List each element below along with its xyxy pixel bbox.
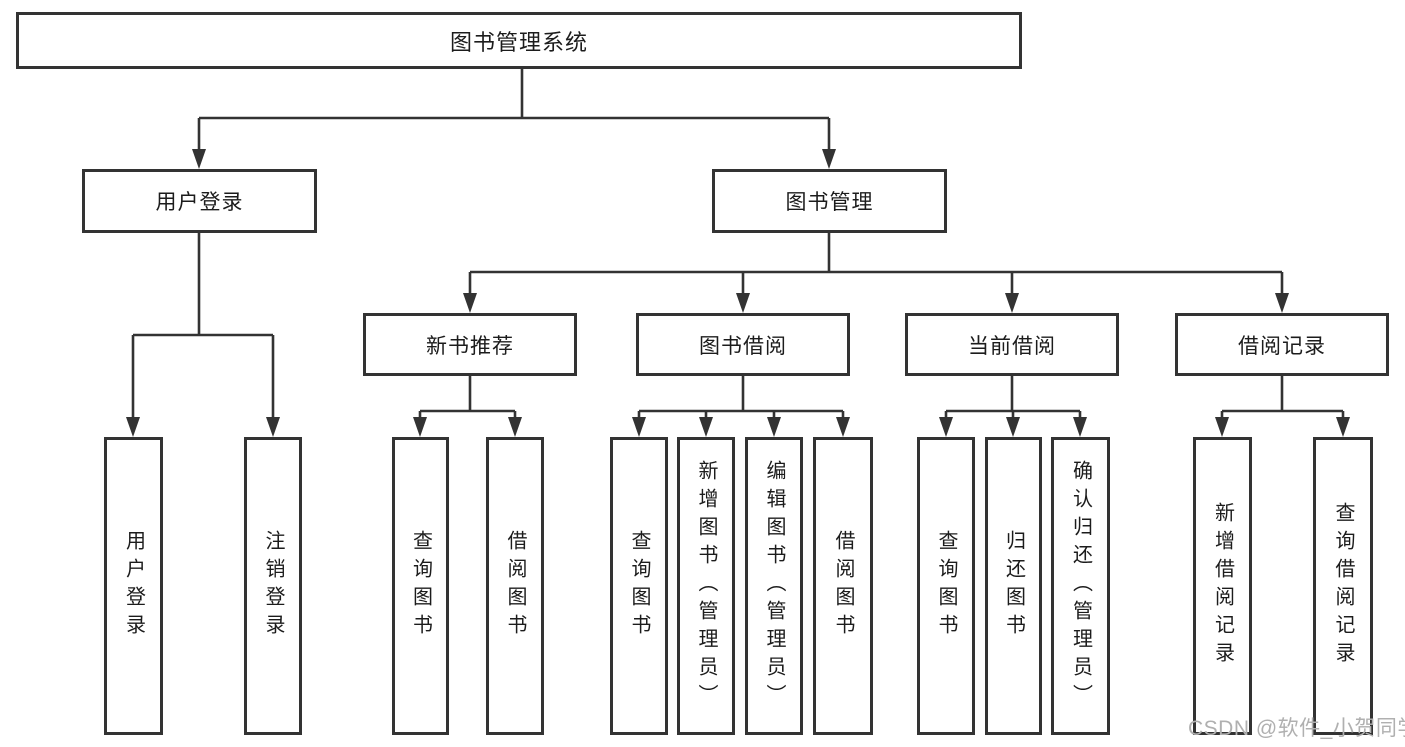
- leaf-return-book-label: 归还图书: [1002, 530, 1025, 642]
- node-root-label: 图书管理系统: [449, 29, 588, 55]
- leaf-query-books-recommend: 查询图书: [392, 437, 449, 735]
- node-book-management: 图书管理: [712, 169, 947, 233]
- leaf-borrow-books-recommend-label: 借阅图书: [504, 530, 526, 642]
- leaf-return-book: 归还图书: [985, 437, 1042, 735]
- leaf-add-borrow-record-label: 新增借阅记录: [1211, 502, 1234, 670]
- watermark: CSDN @软件_小贺同学: [1188, 717, 1405, 740]
- leaf-query-books-borrow-label: 查询图书: [628, 530, 650, 642]
- node-borrow-records: 借阅记录: [1175, 313, 1389, 376]
- leaf-query-books-recommend-label: 查询图书: [409, 530, 432, 642]
- node-new-book-recommend: 新书推荐: [363, 313, 577, 376]
- node-current-borrow-label: 当前借阅: [968, 334, 1056, 358]
- leaf-logout: 注销登录: [244, 437, 302, 735]
- leaf-add-book-admin-label: 新增图书（管理员）: [695, 460, 717, 712]
- leaf-query-books-current-label: 查询图书: [935, 530, 957, 642]
- leaf-confirm-return-admin-label: 确认归还（管理员）: [1069, 460, 1092, 712]
- leaf-query-borrow-record-label: 查询借阅记录: [1332, 502, 1354, 670]
- leaf-add-borrow-record: 新增借阅记录: [1193, 437, 1252, 735]
- node-new-book-recommend-label: 新书推荐: [426, 334, 514, 358]
- node-user-login-label: 用户登录: [155, 191, 244, 214]
- node-book-borrow-label: 图书借阅: [699, 334, 787, 358]
- node-current-borrow: 当前借阅: [905, 313, 1119, 376]
- node-user-login: 用户登录: [82, 169, 317, 233]
- leaf-user-login: 用户登录: [104, 437, 163, 735]
- leaf-user-login-label: 用户登录: [122, 530, 145, 642]
- leaf-query-borrow-record: 查询借阅记录: [1313, 437, 1373, 735]
- leaf-borrow-books-recommend: 借阅图书: [486, 437, 544, 735]
- leaf-add-book-admin: 新增图书（管理员）: [677, 437, 735, 735]
- leaf-borrow-books-label: 借阅图书: [832, 530, 854, 642]
- leaf-edit-book-admin: 编辑图书（管理员）: [745, 437, 803, 735]
- node-root: 图书管理系统: [16, 12, 1022, 69]
- leaf-borrow-books: 借阅图书: [813, 437, 873, 735]
- leaf-query-books-borrow: 查询图书: [610, 437, 668, 735]
- leaf-query-books-current: 查询图书: [917, 437, 975, 735]
- leaf-logout-label: 注销登录: [262, 530, 284, 642]
- node-book-management-label: 图书管理: [785, 191, 874, 214]
- node-book-borrow: 图书借阅: [636, 313, 850, 376]
- leaf-edit-book-admin-label: 编辑图书（管理员）: [763, 460, 785, 712]
- node-borrow-records-label: 借阅记录: [1238, 334, 1326, 358]
- leaf-confirm-return-admin: 确认归还（管理员）: [1051, 437, 1110, 735]
